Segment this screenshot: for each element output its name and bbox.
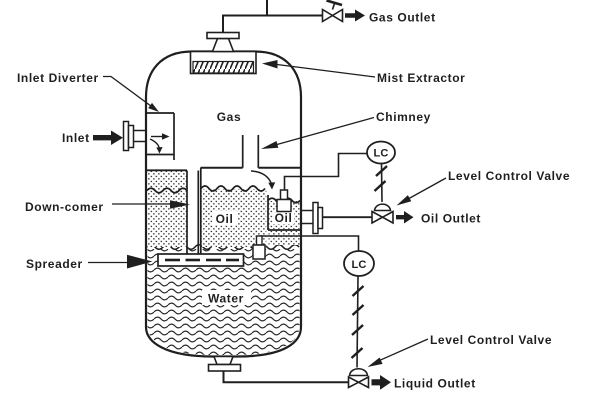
level-control-valve-bottom-label: Level Control Valve — [430, 333, 552, 347]
inlet-diverter-callout — [103, 75, 159, 112]
oil-outlet-nozzle — [300, 201, 372, 235]
inlet-label: Inlet — [62, 131, 90, 145]
spreader-callout — [88, 254, 153, 269]
spreader-label: Spreader — [26, 257, 83, 271]
level-control-valve-top-callout — [396, 177, 447, 206]
oil-bucket-label-halo — [273, 210, 294, 224]
gas-outlet-flow-arrow — [345, 9, 365, 22]
oil-water-interface-wave — [146, 243, 300, 251]
gas-outlet-valve — [321, 0, 344, 23]
oil-outlet-control-valve — [371, 203, 394, 225]
level-controller-top: LC — [366, 140, 396, 165]
level-control-valve-bottom-callout — [367, 338, 429, 367]
level-control-valve-top-label: Level Control Valve — [448, 169, 570, 183]
chimney — [200, 135, 300, 169]
mist-extractor — [189, 50, 257, 75]
signal-line-bottom — [350, 276, 365, 368]
signal-line-top — [373, 163, 388, 203]
spreader — [157, 253, 245, 267]
gas-space-label: Gas — [217, 110, 241, 124]
gas-outlet-label: Gas Outlet — [369, 11, 436, 25]
inlet-diverter-label: Inlet Diverter — [17, 71, 99, 85]
oil-label-halo — [212, 211, 237, 225]
chimney-callout — [261, 116, 375, 149]
gas-outlet-piping — [206, 0, 323, 53]
oil-outlet-flow-arrow — [396, 211, 414, 224]
chimney-label: Chimney — [376, 110, 431, 124]
mist-extractor-callout — [262, 60, 376, 78]
oil-outlet-label: Oil Outlet — [421, 212, 481, 226]
inlet-nozzle — [122, 120, 146, 152]
liquid-outlet-flow-arrow — [371, 375, 391, 390]
vessel-shell — [144, 50, 303, 358]
liquid-outlet-control-valve — [347, 367, 370, 389]
weir-overflow-arrow — [250, 170, 276, 190]
down-comer-label: Down-comer — [25, 200, 104, 214]
lc-bottom-label: LC — [351, 259, 366, 271]
liquid-outlet-piping — [207, 355, 349, 384]
oil-level-float — [276, 152, 367, 213]
feed-strip — [146, 169, 188, 247]
interface-level-float — [252, 235, 360, 260]
inlet-flow-arrow — [93, 130, 123, 145]
oil-compartment-label: Oil — [216, 212, 234, 226]
water-label-halo — [202, 290, 251, 305]
level-controller-bottom: LC — [343, 250, 375, 277]
lc-top-label: LC — [373, 148, 388, 160]
water-label: Water — [208, 292, 244, 306]
down-comer — [186, 167, 202, 254]
mist-extractor-label: Mist Extractor — [377, 71, 465, 85]
liquid-outlet-label: Liquid Outlet — [394, 377, 476, 391]
oil-surface-wave — [200, 185, 266, 192]
inlet-diverter — [146, 112, 175, 160]
down-comer-callout — [112, 200, 190, 209]
oil-bucket-label: Oil — [275, 211, 293, 225]
